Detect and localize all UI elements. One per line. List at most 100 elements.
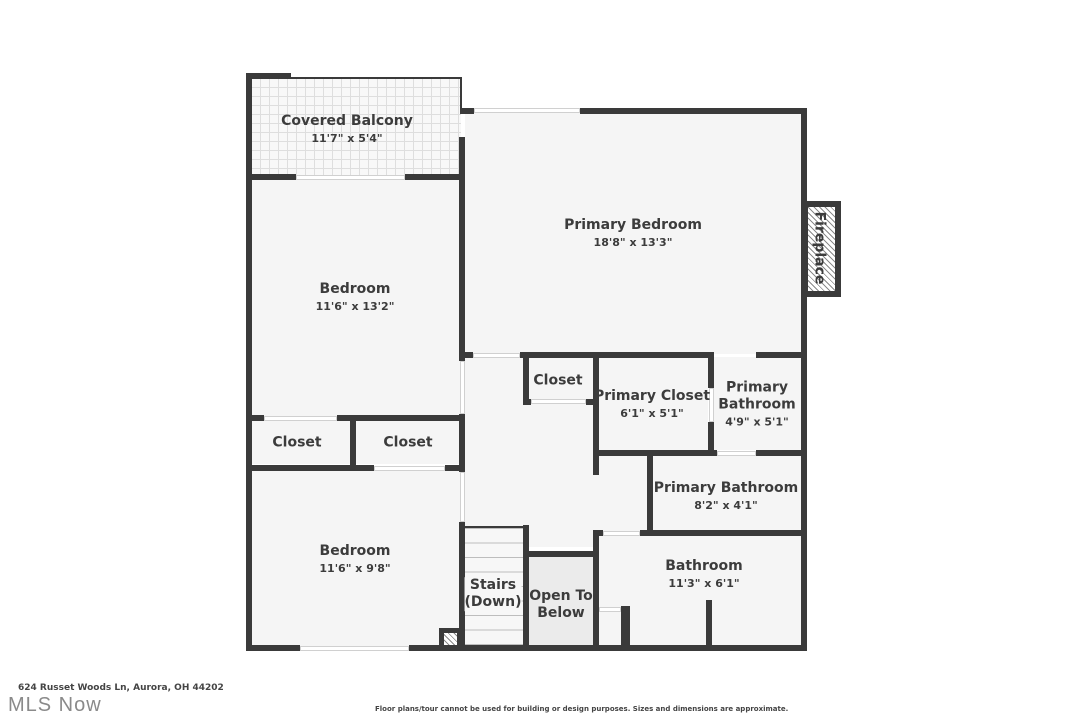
primary-bathroom-door[interactable] xyxy=(717,451,756,456)
open-to-below-area xyxy=(529,556,593,646)
wall xyxy=(246,174,296,180)
closet-right-area xyxy=(356,420,461,464)
bedroom-door[interactable] xyxy=(460,472,465,522)
closet-door[interactable] xyxy=(374,466,445,471)
primary-closet-area xyxy=(598,357,708,450)
wall xyxy=(246,465,374,471)
wall xyxy=(647,454,653,536)
bathroom-inner-door[interactable] xyxy=(599,607,621,612)
room-label-bedroom-lower: Bedroom 11'6" x 9'8" xyxy=(319,543,390,575)
wall xyxy=(246,73,291,79)
wall xyxy=(246,73,252,651)
wall xyxy=(246,645,300,651)
wall xyxy=(523,551,598,557)
wall xyxy=(593,530,599,650)
wall xyxy=(586,399,598,405)
wall xyxy=(459,414,465,472)
balcony-door[interactable] xyxy=(296,175,405,180)
room-dimensions: 8'2" x 4'1" xyxy=(694,498,758,512)
wall xyxy=(708,422,714,456)
room-name-line2: (Down) xyxy=(464,594,522,610)
wall xyxy=(523,352,529,404)
wall xyxy=(756,450,807,456)
primary-bedroom-door[interactable] xyxy=(473,353,520,358)
wall xyxy=(459,522,465,650)
covered-balcony-area xyxy=(251,78,461,175)
wall xyxy=(465,526,525,528)
wall xyxy=(445,465,465,471)
wall xyxy=(621,606,630,650)
room-label-primary-bathroom: Primary Bathroom 8'2" x 4'1" xyxy=(654,480,798,512)
room-name: Bedroom xyxy=(319,543,391,560)
room-label-covered-balcony: Covered Balcony 11'7" x 5'4" xyxy=(281,113,413,145)
room-label-closet-right: Closet xyxy=(383,435,432,452)
room-name-line1: Primary xyxy=(725,379,789,396)
room-name: Covered Balcony xyxy=(281,113,413,130)
wall xyxy=(640,530,807,536)
room-dimensions: 11'6" x 13'2" xyxy=(315,299,395,313)
room-dimensions: 6'1" x 5'1" xyxy=(620,406,684,420)
room-name-line2: Below xyxy=(537,605,585,621)
chase-hatch xyxy=(444,633,457,645)
room-name-line2: Bathroom xyxy=(718,396,796,413)
room-name: Closet xyxy=(383,434,433,451)
room-dimensions: 4'9" x 5'1" xyxy=(725,415,789,429)
bathroom-door[interactable] xyxy=(603,531,640,536)
wall xyxy=(520,352,714,358)
wall xyxy=(801,108,807,651)
room-name: Closet xyxy=(533,372,583,389)
fireplace-label: Fireplace xyxy=(811,211,828,285)
primary-bathroom-small-area xyxy=(713,357,802,450)
closet-door[interactable] xyxy=(531,399,586,404)
wall xyxy=(246,415,264,421)
fireplace-hatch xyxy=(808,207,835,291)
window xyxy=(474,108,580,113)
wall xyxy=(459,352,473,358)
window xyxy=(300,646,409,651)
room-name: Bathroom xyxy=(665,558,743,575)
room-name: Closet xyxy=(272,434,322,451)
room-label-closet-hall: Closet xyxy=(533,373,582,390)
wall xyxy=(350,415,356,470)
property-address: 624 Russet Woods Ln, Aurora, OH 44202 xyxy=(18,683,224,693)
wall xyxy=(291,77,462,79)
primary-bedroom-area xyxy=(465,113,802,354)
room-name: Bedroom xyxy=(319,281,391,298)
primary-closet-door[interactable] xyxy=(709,388,714,422)
wall xyxy=(460,78,462,110)
disclaimer-text: Floor plans/tour cannot be used for buil… xyxy=(375,705,789,713)
room-label-bedroom-upper: Bedroom 11'6" x 13'2" xyxy=(316,281,395,313)
wall xyxy=(708,352,714,388)
room-name: Primary Closet xyxy=(593,388,711,405)
primary-bathroom-area xyxy=(652,455,802,530)
closet-hall-area xyxy=(529,357,593,399)
bedroom-door[interactable] xyxy=(460,361,465,414)
closet-left-area xyxy=(251,420,351,464)
room-dimensions: 11'6" x 9'8" xyxy=(319,561,391,575)
room-dimensions: 11'7" x 5'4" xyxy=(311,131,383,145)
wall xyxy=(409,645,807,651)
wall xyxy=(706,600,712,650)
wall xyxy=(593,352,599,475)
wall xyxy=(405,174,462,180)
wall xyxy=(756,352,807,358)
room-name-line1: Stairs xyxy=(469,577,517,594)
room-label-primary-closet: Primary Closet 6'1" x 5'1" xyxy=(594,388,710,420)
room-label-bathroom: Bathroom 11'3" x 6'1" xyxy=(665,558,743,590)
bedroom-lower-area xyxy=(251,470,461,646)
room-dimensions: 18'8" x 13'3" xyxy=(593,235,673,249)
brand-logo: MLS Now xyxy=(8,694,102,716)
room-name-line1: Open To xyxy=(529,588,593,605)
wall xyxy=(580,108,807,114)
wall xyxy=(460,108,474,114)
room-label-primary-bedroom: Primary Bedroom 18'8" x 13'3" xyxy=(564,217,702,249)
closet-door[interactable] xyxy=(264,416,337,421)
room-name: Primary Bedroom xyxy=(564,217,702,234)
wall xyxy=(337,415,465,421)
room-dimensions: 11'3" x 6'1" xyxy=(668,576,740,590)
wall xyxy=(459,137,465,361)
wall xyxy=(523,525,529,650)
wall xyxy=(593,450,717,456)
room-label-primary-bathroom-small: Primary Bathroom 4'9" x 5'1" xyxy=(718,380,796,429)
